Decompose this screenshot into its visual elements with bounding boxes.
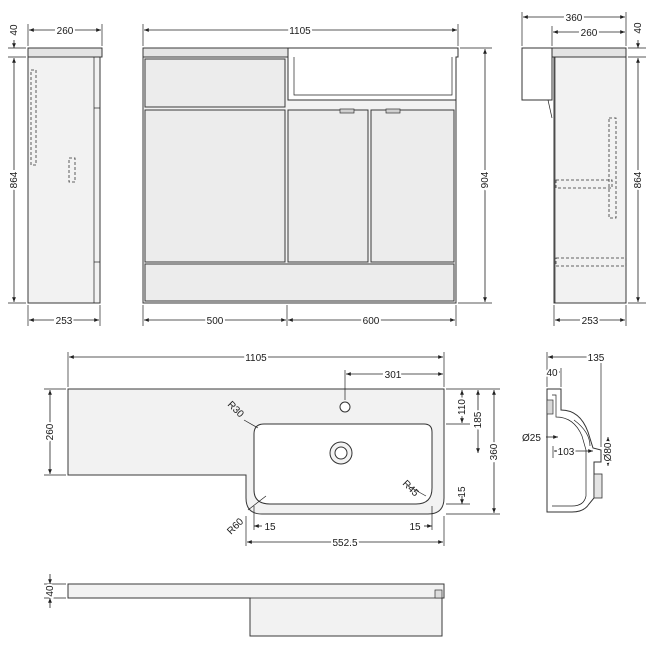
dim-section-outlet-diameter-label: Ø80 bbox=[603, 442, 614, 461]
dim-plan-bowl: 15 15 552.5 bbox=[245, 506, 445, 551]
dim-left-top-depth: 260 bbox=[27, 24, 103, 46]
dim-section-outlet-depth-label: 103 bbox=[558, 447, 575, 458]
dim-front-width-label: 1105 bbox=[289, 26, 311, 37]
dim-left-bottom-depth-label: 253 bbox=[56, 316, 73, 327]
dim-right-bottom-depth: 253 bbox=[553, 305, 627, 329]
dim-bottom-thickness: 40 bbox=[43, 574, 66, 608]
dim-right-height: 864 bbox=[628, 58, 646, 304]
dim-plan-depth-left: 260 bbox=[43, 388, 66, 476]
dim-plan-bowl-front-label: 185 bbox=[473, 411, 484, 428]
dim-right-bottom-depth-label: 253 bbox=[582, 316, 599, 327]
dim-plan-depth-total-label: 360 bbox=[489, 443, 500, 460]
left-side-view bbox=[27, 47, 103, 304]
dim-bottom-thickness-label: 40 bbox=[45, 585, 56, 597]
dim-right-top-depth-label: 360 bbox=[566, 13, 583, 24]
dim-front-bottom: 500 600 bbox=[142, 305, 457, 329]
front-view bbox=[142, 47, 459, 304]
tap-hole bbox=[339, 401, 351, 413]
right-side-view bbox=[521, 47, 627, 304]
dim-left-bottom-depth: 253 bbox=[27, 305, 101, 329]
door-middle bbox=[287, 109, 369, 263]
front-basin-bowl bbox=[287, 47, 459, 101]
dim-section-rim-label: 40 bbox=[546, 368, 558, 379]
dim-section-depth-label: 135 bbox=[588, 353, 605, 364]
dim-left-top-depth-label: 260 bbox=[57, 26, 74, 37]
dim-front-height: 904 bbox=[458, 47, 493, 304]
dim-left-height: 864 bbox=[7, 58, 26, 304]
section-view bbox=[546, 388, 603, 513]
dim-plan-tap-offset: 301 bbox=[344, 368, 443, 400]
dim-front-left-label: 500 bbox=[207, 316, 224, 327]
dim-plan-rim-right-label: 15 bbox=[409, 522, 421, 533]
dim-plan-bowl-width-label: 552.5 bbox=[332, 538, 357, 549]
dim-section-waste: Ø25 103 Ø80 bbox=[522, 433, 616, 466]
dim-front-right-label: 600 bbox=[363, 316, 380, 327]
door-left bbox=[144, 109, 286, 263]
plan-view bbox=[67, 388, 445, 515]
drawer-front bbox=[144, 58, 286, 108]
dim-right-inner-depth-label: 260 bbox=[581, 28, 598, 39]
dim-left-top-thickness: 40 bbox=[8, 24, 26, 58]
dim-plan-depth-left-label: 260 bbox=[45, 423, 56, 440]
dim-front-width: 1105 bbox=[142, 24, 459, 46]
dim-plan-width-label: 1105 bbox=[245, 353, 267, 364]
dim-plan-right-stack: 110 185 360 15 bbox=[446, 388, 502, 515]
dim-plan-tap-offset-label: 301 bbox=[385, 370, 402, 381]
dim-right-height-label: 864 bbox=[633, 171, 644, 188]
thickness-view bbox=[67, 583, 445, 637]
door-right bbox=[370, 109, 455, 263]
plinth bbox=[144, 263, 455, 302]
waste-inner bbox=[334, 446, 348, 460]
dim-right-top-thickness-label: 40 bbox=[633, 22, 644, 34]
dim-left-height-label: 864 bbox=[9, 171, 20, 188]
dim-front-height-label: 904 bbox=[480, 171, 491, 188]
dim-plan-rim-label: 15 bbox=[457, 486, 468, 498]
dim-left-top-thickness-label: 40 bbox=[9, 24, 20, 36]
dim-plan-radius-corner-label: R60 bbox=[225, 516, 246, 537]
dim-right-top-depth: 360 260 bbox=[521, 11, 627, 46]
dim-section-waste-label: Ø25 bbox=[522, 433, 541, 444]
dim-section-width: 135 40 bbox=[544, 351, 607, 447]
dim-plan-width: 1105 bbox=[67, 351, 445, 387]
dim-plan-rim-left-label: 15 bbox=[264, 522, 276, 533]
dim-plan-tap-to-bowl-label: 110 bbox=[457, 399, 468, 415]
dim-right-top-thickness: 40 bbox=[628, 22, 646, 58]
